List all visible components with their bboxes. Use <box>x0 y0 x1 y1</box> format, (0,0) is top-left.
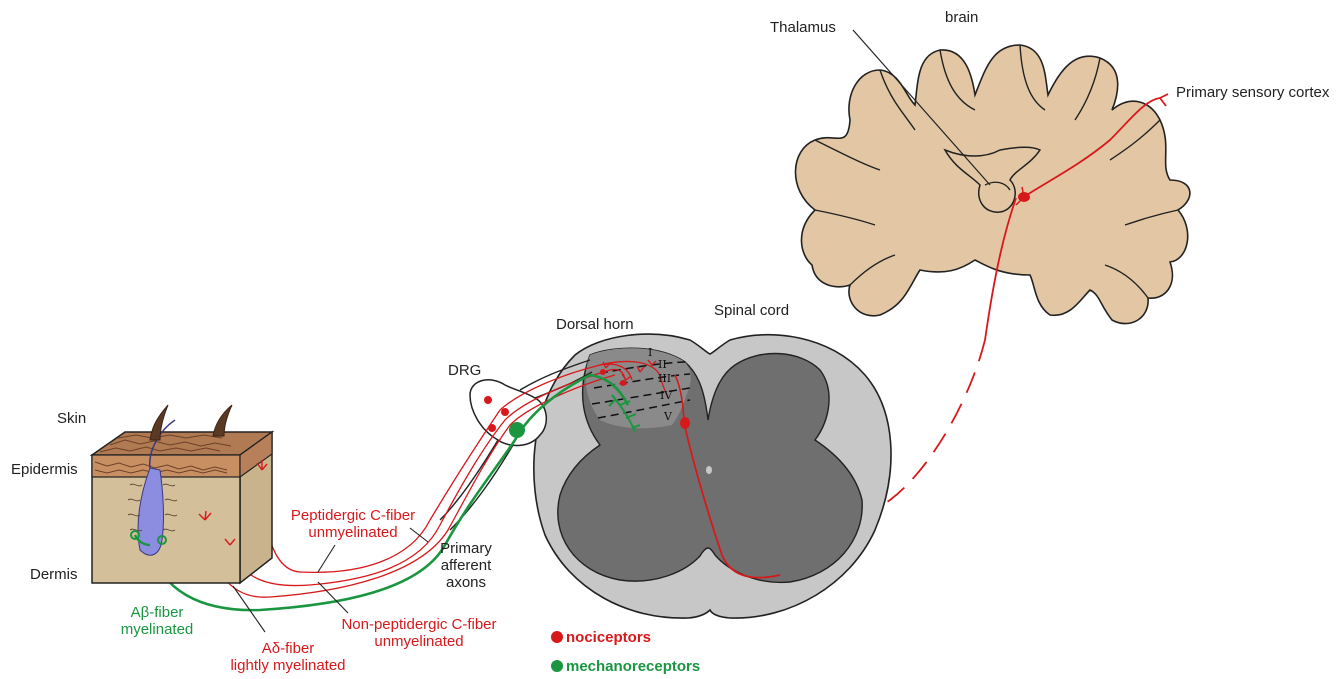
legend-nociceptors: nociceptors <box>551 629 651 646</box>
spinal-cord-label: Spinal cord <box>714 302 789 319</box>
non-peptidergic-c-fiber-label: Non-peptidergic C-fiber unmyelinated <box>330 616 508 650</box>
dorsal-horn-laminae-region <box>586 348 691 428</box>
adelta-line-2: lightly myelinated <box>224 657 352 674</box>
primary-afferent-axons-label: Primary afferent axons <box>430 540 502 591</box>
brain-label: brain <box>945 9 978 26</box>
peptidergic-c-fiber-label: Peptidergic C-fiber unmyelinated <box>275 507 431 541</box>
skin-label: Skin <box>57 410 86 427</box>
mechanoreceptor-dot-icon <box>551 660 563 672</box>
drg-nociceptor-soma-1 <box>484 396 492 404</box>
legend-mechanoreceptors: mechanoreceptors <box>551 658 700 675</box>
nonpeptidergic-line-2: unmyelinated <box>330 633 508 650</box>
primary-afferent-line-1: Primary <box>430 540 502 557</box>
a-beta-fiber-label: Aβ-fiber myelinated <box>112 604 202 638</box>
primary-afferent-line-2: afferent <box>430 557 502 574</box>
lamina-label-3: III <box>658 372 671 385</box>
brain-section <box>795 30 1189 340</box>
drg-nociceptor-soma-2 <box>501 408 509 416</box>
thalamus-label: Thalamus <box>770 19 836 36</box>
legend-mechanoreceptors-text: mechanoreceptors <box>566 658 700 675</box>
drg-label: DRG <box>448 362 481 379</box>
primary-sensory-cortex-label: Primary sensory cortex <box>1176 84 1329 101</box>
lamina-label-5: V <box>664 410 672 423</box>
peptidergic-leader-line <box>318 545 335 572</box>
lamina-label-4: IV <box>660 389 672 402</box>
dorsal-horn-label: Dorsal horn <box>556 316 634 333</box>
peptidergic-line-1: Peptidergic C-fiber <box>275 507 431 524</box>
abeta-line-1: Aβ-fiber <box>112 604 202 621</box>
nonpeptidergic-line-1: Non-peptidergic C-fiber <box>330 616 508 633</box>
skin-block <box>92 405 272 583</box>
dermis-label: Dermis <box>30 566 78 583</box>
abeta-line-2: myelinated <box>112 621 202 638</box>
lamina-label-2: II <box>658 358 667 371</box>
peptidergic-line-2: unmyelinated <box>275 524 431 541</box>
lamina-label-1: I <box>648 346 652 359</box>
projection-neuron-soma <box>680 417 690 429</box>
primary-afferent-line-3: axons <box>430 574 502 591</box>
legend-nociceptors-text: nociceptors <box>566 629 651 646</box>
epidermis-label: Epidermis <box>11 461 78 478</box>
nociceptor-dot-icon <box>551 631 563 643</box>
